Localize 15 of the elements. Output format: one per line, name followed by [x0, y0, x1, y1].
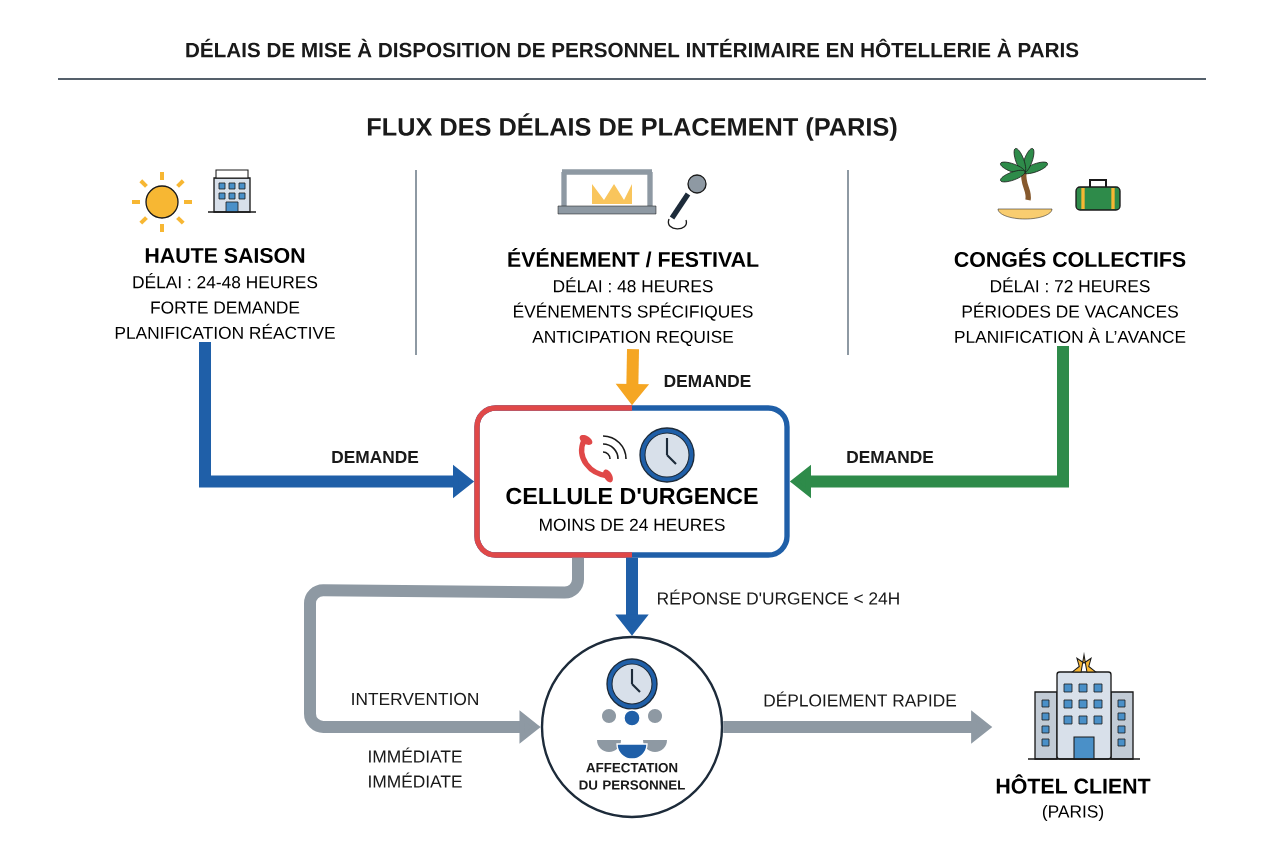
title: DÉLAIS DE MISE À DISPOSITION DE PERSONNEL INTÉRIMAIRE EN HÔTELLERIE À PARIS	[186, 38, 1079, 58]
note-text: IMMÉDIATE	[369, 772, 462, 788]
subtitle: FLUX DES DÉLAIS DE PLACEMENT (PARIS)	[367, 113, 897, 141]
edge-label: DÉPLOIEMENT RAPIDE	[761, 690, 959, 708]
category-text: CONGÉS COLLECTIFS DÉLAI : 72 HEURES PÉRIODES DE VACANCES PLANIFICATION À L’AVANCE	[954, 247, 1186, 343]
hotel-caption: HÔTEL CLIENT (PARIS)	[996, 774, 1151, 822]
category-text: HAUTE SAISON DÉLAI : 24-48 HEURES FORTE DEMANDE PLANIFICATION RÉACTIVE	[115, 247, 335, 339]
edge-label: DEMANDE	[662, 373, 753, 389]
edge-label: INTERVENTION	[349, 691, 481, 707]
edge-label: RÉPONSE D'URGENCE < 24H	[655, 588, 902, 606]
edge-label: DEMANDE	[329, 449, 421, 465]
note-text: IMMÉDIATE	[369, 747, 462, 763]
edge-label: DEMANDE	[844, 449, 936, 465]
category-text: ÉVÉNEMENT / FESTIVAL DÉLAI : 48 HEURES ÉVÉNEMENTS SPÉCIFIQUES ANTICIPATION REQUISE	[508, 247, 759, 347]
alert-box: CELLULE D'URGENCE MOINS DE 24 HEURES	[474, 405, 790, 558]
